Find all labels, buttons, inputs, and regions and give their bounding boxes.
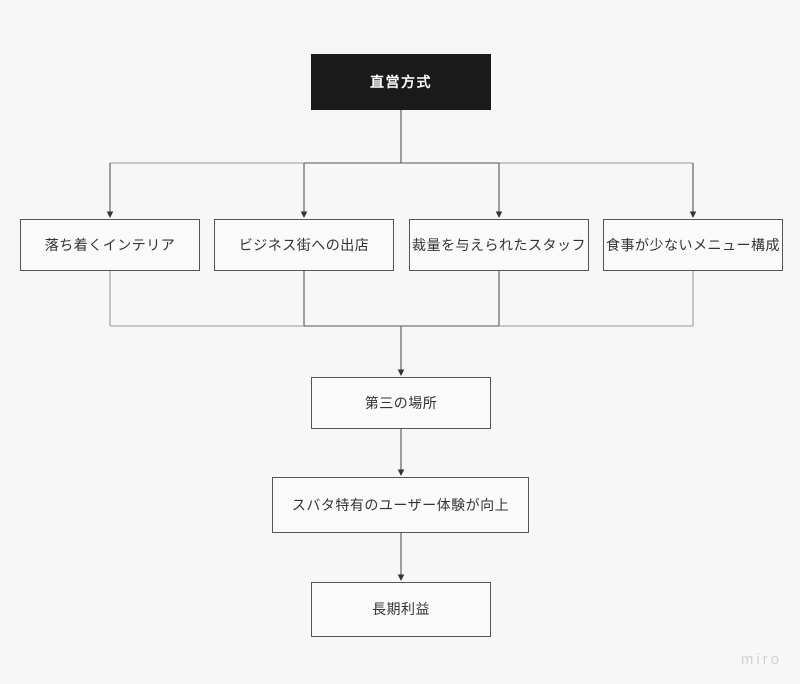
- node-root[interactable]: 直営方式: [311, 54, 491, 110]
- miro-watermark: miro: [740, 651, 782, 668]
- node-branch-business-district[interactable]: ビジネス街への出店: [214, 219, 394, 271]
- node-long-term-profit[interactable]: 長期利益: [311, 582, 491, 637]
- node-user-experience[interactable]: スバタ特有のユーザー体験が向上: [272, 477, 529, 533]
- node-branch-interior[interactable]: 落ち着くインテリア: [20, 219, 200, 271]
- node-branch-empowered-staff-label: 裁量を与えられたスタッフ: [412, 236, 586, 253]
- node-branch-empowered-staff[interactable]: 裁量を与えられたスタッフ: [409, 219, 589, 271]
- node-branch-menu-composition-label: 食事が少ないメニュー構成: [606, 236, 780, 253]
- node-long-term-profit-label: 長期利益: [372, 601, 430, 618]
- node-root-label: 直営方式: [370, 73, 432, 90]
- node-third-place-label: 第三の場所: [364, 394, 438, 411]
- node-third-place[interactable]: 第三の場所: [311, 377, 491, 429]
- node-branch-business-district-label: ビジネス街への出店: [238, 236, 370, 253]
- node-branch-menu-composition[interactable]: 食事が少ないメニュー構成: [603, 219, 783, 271]
- node-user-experience-label: スバタ特有のユーザー体験が向上: [291, 496, 510, 513]
- node-branch-interior-label: 落ち着くインテリア: [44, 236, 176, 253]
